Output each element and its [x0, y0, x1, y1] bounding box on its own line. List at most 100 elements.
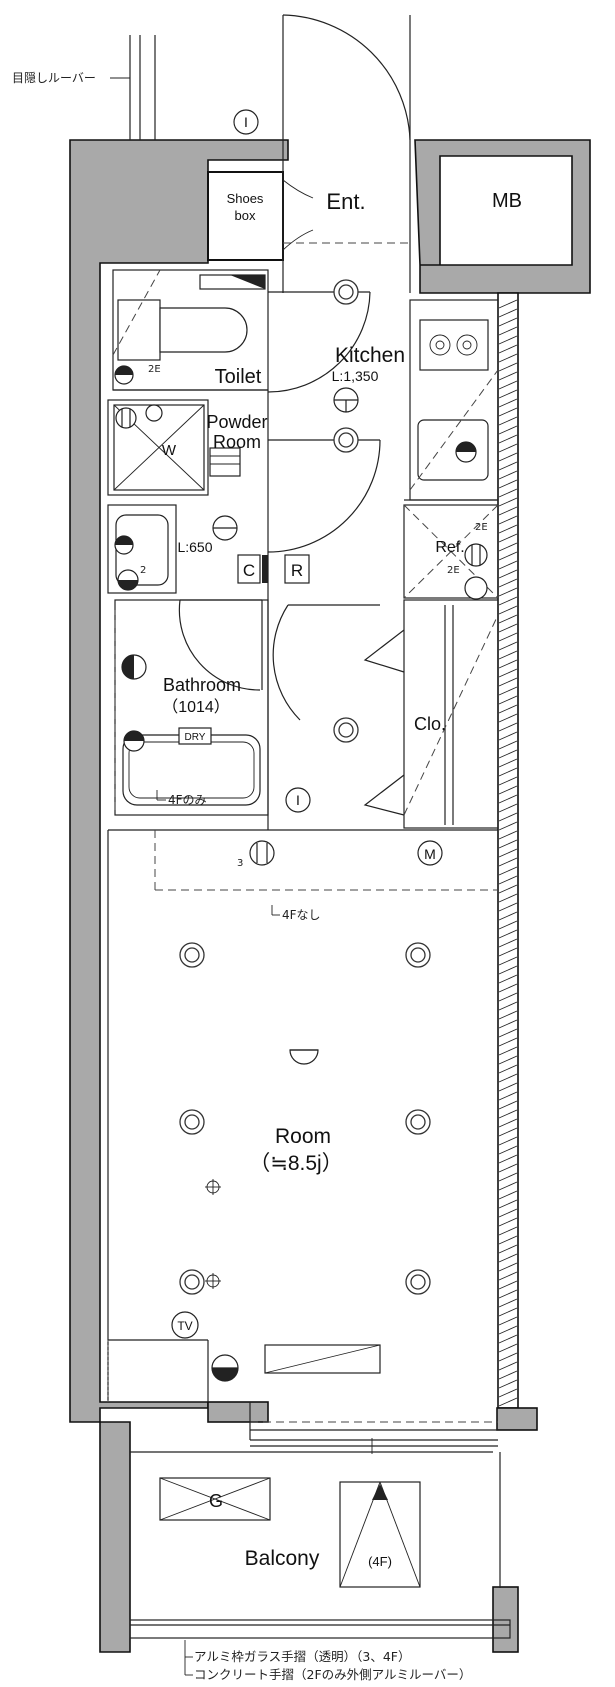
ceiling-light [184, 1274, 200, 1290]
hatch-line [498, 1370, 518, 1380]
ceiling-light [184, 1114, 200, 1130]
room-size: （≒8.5j） [249, 1152, 342, 1175]
dashed-hints [107, 269, 499, 1402]
balcony-floor-note: (4F) [368, 1554, 392, 1569]
lower-left-wall [99, 1421, 131, 1653]
hatch-line [498, 497, 518, 507]
hatch-line [498, 812, 518, 822]
hatch-line [498, 902, 518, 912]
intercom-symbol-1: I [244, 114, 248, 130]
hatch-line [498, 668, 518, 678]
hatch-line [498, 974, 518, 984]
hatch-line [498, 749, 518, 759]
hatch-line [498, 326, 518, 336]
hatch-line [498, 353, 518, 363]
hatch-line [498, 1262, 518, 1272]
hatch-line [498, 1397, 518, 1407]
room-label-powder-2: Room [213, 432, 261, 452]
hatch-line [498, 776, 518, 786]
hatch-line [498, 1271, 518, 1281]
bath-4f-note: 4Fのみ [168, 793, 207, 807]
hatch-line [498, 533, 518, 543]
hatch-line [498, 884, 518, 894]
hatch-line [498, 605, 518, 615]
hatch-line [498, 587, 518, 597]
hatch-line [498, 875, 518, 885]
hatch-line [498, 1325, 518, 1335]
hatch-line [498, 1028, 518, 1038]
room-label-balcony: Balcony [245, 1547, 320, 1570]
hatch-line [498, 938, 518, 948]
hatch-line [498, 956, 518, 966]
hatch-line [498, 1091, 518, 1101]
ceiling-light [338, 722, 354, 738]
hatch-line [498, 1280, 518, 1290]
rail-concrete-note: コンクリート手摺（2Fのみ外側アルミルーバー） [194, 1667, 471, 1682]
hatch-line [498, 1316, 518, 1326]
hatch-line [498, 983, 518, 993]
fixtures [110, 35, 489, 1588]
hatch-line [498, 1109, 518, 1119]
hatch-line [498, 632, 518, 642]
wall-hatching [498, 299, 518, 1407]
hatch-line [498, 785, 518, 795]
hatch-line [498, 848, 518, 858]
hatch-line [498, 1181, 518, 1191]
hatch-line [498, 452, 518, 462]
ceiling-light [410, 1114, 426, 1130]
hatch-line [498, 767, 518, 777]
hatch-line [498, 542, 518, 552]
hatch-line [498, 650, 518, 660]
multimedia-symbol: M [424, 846, 436, 862]
hatch-line [498, 470, 518, 480]
hatch-line [498, 299, 518, 309]
hatch-line [498, 1100, 518, 1110]
hatch-line [498, 857, 518, 867]
hatch-line [498, 1046, 518, 1056]
hatch-line [498, 434, 518, 444]
hatch-line [498, 614, 518, 624]
room-label-powder-1: Powder [206, 412, 267, 432]
hatch-line [498, 740, 518, 750]
shoes-box-label-2: box [235, 208, 256, 223]
remote-symbol: R [291, 561, 303, 580]
room-label-room: Room [275, 1125, 331, 1148]
hatch-line [498, 1163, 518, 1173]
labels: Ent. Shoes box MB Toilet Kitchen L:1,350… [162, 189, 522, 1570]
rail-glass-note: アルミ枠ガラス手摺（透明）（3、4F） [194, 1649, 410, 1664]
hatch-line [498, 362, 518, 372]
hatch-line [498, 551, 518, 561]
washer-label: W [162, 442, 177, 459]
hatch-line [498, 965, 518, 975]
hatch-line [498, 335, 518, 345]
hatch-line [498, 929, 518, 939]
doors [178, 14, 498, 1431]
bathroom-size: （1014） [162, 698, 230, 716]
circuit-symbol: C [243, 561, 255, 580]
hatch-line [498, 1073, 518, 1083]
ref-outlet-label-2: 2E [447, 565, 460, 576]
hatch-line [498, 1379, 518, 1389]
hatch-line [498, 695, 518, 705]
hatch-line [498, 560, 518, 570]
balcony-right-stub [496, 1407, 538, 1431]
shoes-box [207, 171, 284, 261]
hatch-line [498, 1217, 518, 1227]
room-label-mb: MB [492, 190, 522, 212]
vanity-outlet-label: 2 [140, 565, 146, 576]
hatch-line [498, 722, 518, 732]
hatch-line [498, 1343, 518, 1353]
hatch-line [498, 920, 518, 930]
hatch-line [498, 1154, 518, 1164]
dry-label: DRY [185, 732, 206, 743]
hatch-line [498, 596, 518, 606]
hatch-line [498, 1244, 518, 1254]
hatch-line [498, 1208, 518, 1218]
hatch-line [498, 308, 518, 318]
shoes-box-label-1: Shoes [227, 191, 264, 206]
louver-note: 目隠しルーバー [12, 71, 96, 85]
room-label-ref: Ref. [435, 539, 464, 556]
hatch-line [498, 488, 518, 498]
hatch-line [498, 1190, 518, 1200]
